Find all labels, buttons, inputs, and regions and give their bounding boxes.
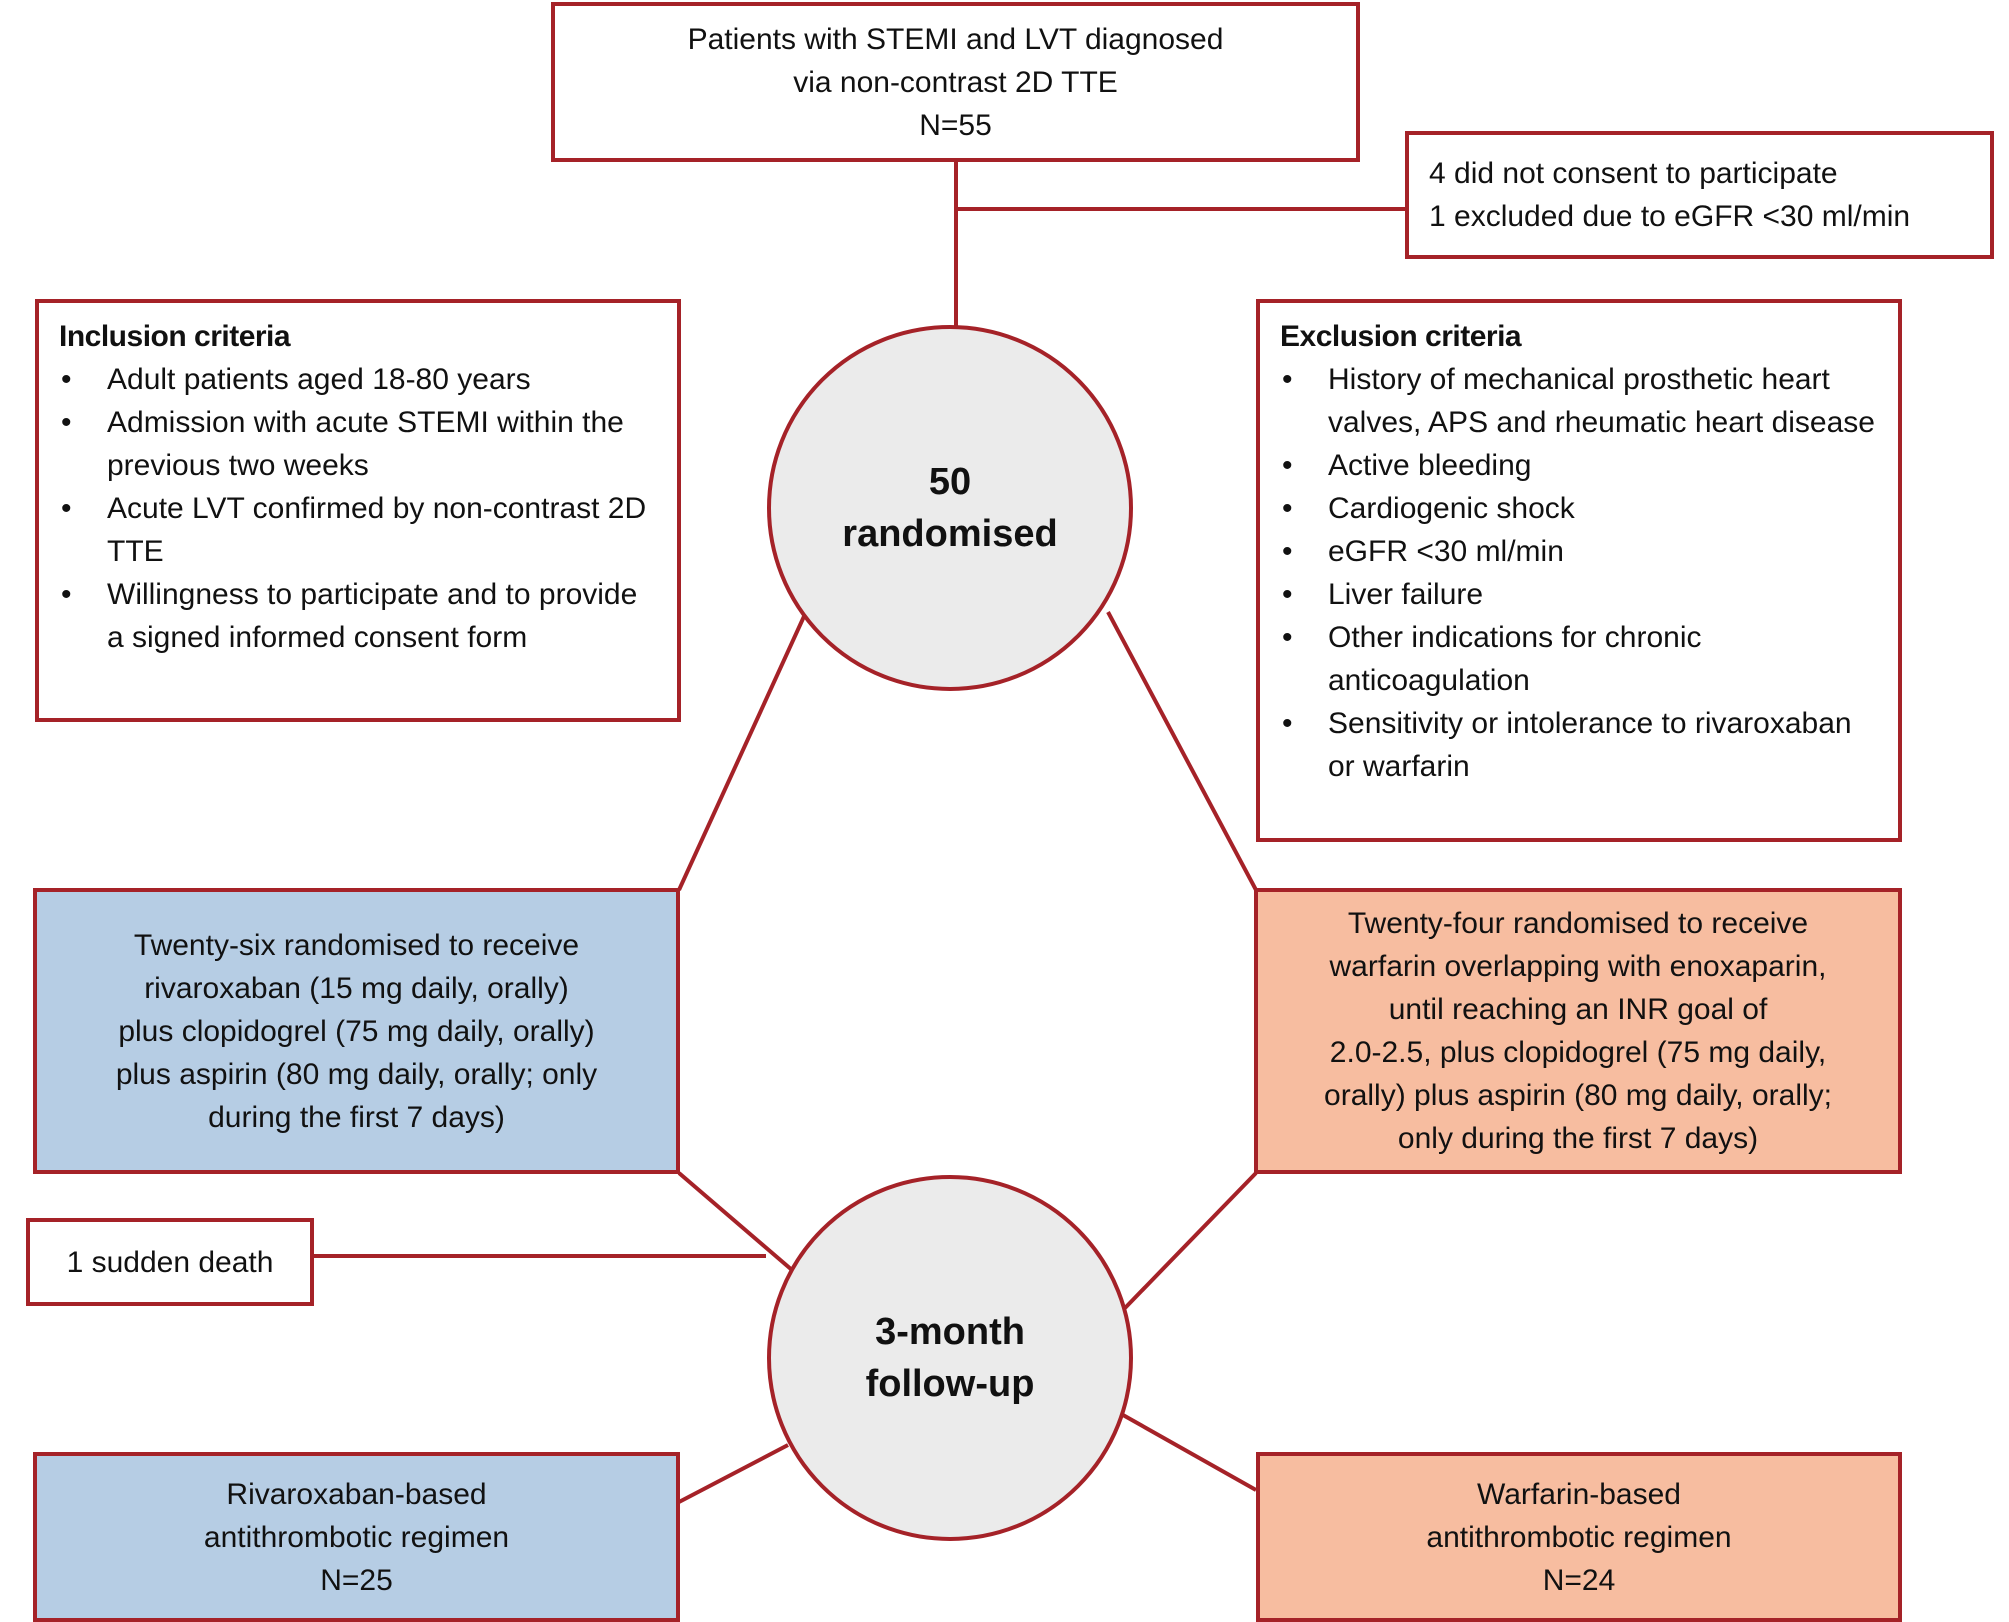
- inclusion-item-text: Willingness to participate and to provid…: [107, 578, 638, 654]
- sudden-death-label: 1 sudden death: [66, 1245, 274, 1279]
- randomised-text: randomised: [842, 513, 1058, 555]
- screening-count: N=55: [919, 108, 992, 142]
- bullet-icon: •: [1282, 535, 1293, 568]
- exclusion-item-text: History of mechanical prosthetic heart v…: [1328, 363, 1875, 439]
- inclusion-item: • Adult patients aged 18-80 years: [59, 358, 659, 401]
- inclusion-item: • Acute LVT confirmed by non-contrast 2D …: [59, 487, 659, 573]
- exclusion-item: • Sensitivity or intolerance to rivaroxab…: [1280, 702, 1880, 788]
- rivaroxaban-result-box: Rivaroxaban-based antithrombotic regimen…: [33, 1452, 680, 1622]
- excluded-line: 1 excluded due to eGFR <30 ml/min: [1429, 200, 1911, 233]
- bullet-icon: •: [61, 492, 72, 525]
- exclusion-item-text: Liver failure: [1328, 578, 1484, 611]
- exclusion-item-text: Cardiogenic shock: [1328, 492, 1575, 525]
- inclusion-item: • Admission with acute STEMI within the p…: [59, 401, 659, 487]
- rivaroxaban-result-line: antithrombotic regimen: [203, 1520, 510, 1554]
- warfarin-arm-line: only during the first 7 days): [1397, 1122, 1759, 1155]
- inclusion-criteria-title: Inclusion criteria: [59, 320, 291, 353]
- connector-rivaroxaban-to-followup: [677, 1171, 794, 1272]
- rivaroxaban-arm-line: rivaroxaban (15 mg daily, orally): [144, 971, 569, 1005]
- bullet-icon: •: [61, 578, 72, 611]
- rivaroxaban-arm-line: plus clopidogrel (75 mg daily, orally): [118, 1014, 595, 1048]
- connector-warfarin-to-followup: [1123, 1171, 1258, 1310]
- randomised-node: [767, 325, 1133, 691]
- screening-box: Patients with STEMI and LVT diagnosed vi…: [551, 2, 1360, 162]
- rivaroxaban-arm-box: Twenty-six randomised to receive rivarox…: [33, 888, 680, 1174]
- follow-up-line: 3-month: [875, 1311, 1025, 1353]
- rivaroxaban-arm-line: Twenty-six randomised to receive: [133, 928, 580, 962]
- exclusion-criteria-list: • History of mechanical prosthetic heart …: [1280, 358, 1880, 788]
- exclusion-item-text: Active bleeding: [1328, 449, 1532, 482]
- bullet-icon: •: [1282, 363, 1293, 396]
- inclusion-criteria-list: • Adult patients aged 18-80 years • Admiss…: [59, 358, 659, 659]
- connector-followup-to-warfarin-result: [1122, 1413, 1257, 1492]
- excluded-box: 4 did not consent to participate 1 exclu…: [1405, 131, 1994, 259]
- inclusion-item: • Willingness to participate and to provi…: [59, 573, 659, 659]
- connector-followup-to-rivaroxaban-result: [678, 1443, 789, 1504]
- follow-up-label: 3-month follow-up: [769, 1177, 1131, 1539]
- warfarin-result-line: Warfarin-based: [1477, 1477, 1681, 1511]
- exclusion-item: • Other indications for chronic anticoagu…: [1280, 616, 1880, 702]
- exclusion-item: • History of mechanical prosthetic heart …: [1280, 358, 1880, 444]
- bullet-icon: •: [1282, 707, 1293, 740]
- warfarin-arm-line: until reaching an INR goal of: [1388, 993, 1768, 1026]
- exclusion-item: • Active bleeding: [1280, 444, 1880, 487]
- randomised-count: 50: [928, 461, 972, 503]
- bullet-icon: •: [61, 363, 72, 396]
- exclusion-item: • Cardiogenic shock: [1280, 487, 1880, 530]
- warfarin-result-box: Warfarin-based antithrombotic regimen N=…: [1256, 1452, 1902, 1622]
- rivaroxaban-result-line: Rivaroxaban-based: [226, 1477, 487, 1511]
- exclusion-item-text: eGFR <30 ml/min: [1328, 535, 1564, 568]
- exclusion-item-text: Other indications for chronic anticoagul…: [1328, 621, 1702, 697]
- sudden-death-box: 1 sudden death: [26, 1218, 314, 1306]
- bullet-icon: •: [1282, 578, 1293, 611]
- bullet-icon: •: [61, 406, 72, 439]
- warfarin-arm-line: 2.0-2.5, plus clopidogrel (75 mg daily,: [1329, 1036, 1827, 1069]
- exclusion-item: • eGFR <30 ml/min: [1280, 530, 1880, 573]
- warfarin-arm-line: Twenty-four randomised to receive: [1347, 907, 1809, 940]
- warfarin-result-line: antithrombotic regimen: [1426, 1520, 1732, 1554]
- warfarin-arm-line: orally) plus aspirin (80 mg daily, orall…: [1324, 1079, 1832, 1112]
- exclusion-criteria-box: Exclusion criteria • History of mechanica…: [1256, 299, 1902, 842]
- screening-line: Patients with STEMI and LVT diagnosed: [687, 22, 1224, 56]
- exclusion-item: • Liver failure: [1280, 573, 1880, 616]
- connector-randomised-to-warfarin: [1106, 611, 1258, 891]
- randomised-label: 50 randomised: [769, 327, 1131, 689]
- bullet-icon: •: [1282, 492, 1293, 525]
- inclusion-item-text: Admission with acute STEMI within the pr…: [107, 406, 624, 482]
- inclusion-item-text: Acute LVT confirmed by non-contrast 2D T…: [107, 492, 647, 568]
- excluded-line: 4 did not consent to participate: [1429, 157, 1838, 190]
- follow-up-node: [767, 1175, 1133, 1541]
- warfarin-result-count: N=24: [1542, 1563, 1616, 1597]
- inclusion-item-text: Adult patients aged 18-80 years: [107, 363, 531, 396]
- warfarin-arm-line: warfarin overlapping with enoxaparin,: [1329, 950, 1827, 983]
- connector-randomised-to-rivaroxaban: [677, 611, 808, 891]
- rivaroxaban-arm-line: during the first 7 days): [208, 1100, 505, 1134]
- bullet-icon: •: [1282, 449, 1293, 482]
- inclusion-criteria-box: Inclusion criteria • Adult patients aged …: [35, 299, 681, 722]
- screening-line: via non-contrast 2D TTE: [793, 65, 1118, 99]
- rivaroxaban-arm-line: plus aspirin (80 mg daily, orally; only: [115, 1057, 598, 1091]
- warfarin-arm-box: Twenty-four randomised to receive warfar…: [1254, 888, 1902, 1174]
- exclusion-criteria-title: Exclusion criteria: [1280, 320, 1522, 353]
- exclusion-item-text: Sensitivity or intolerance to rivaroxaba…: [1328, 707, 1852, 783]
- follow-up-line: follow-up: [865, 1363, 1035, 1405]
- rivaroxaban-result-count: N=25: [320, 1563, 393, 1597]
- bullet-icon: •: [1282, 621, 1293, 654]
